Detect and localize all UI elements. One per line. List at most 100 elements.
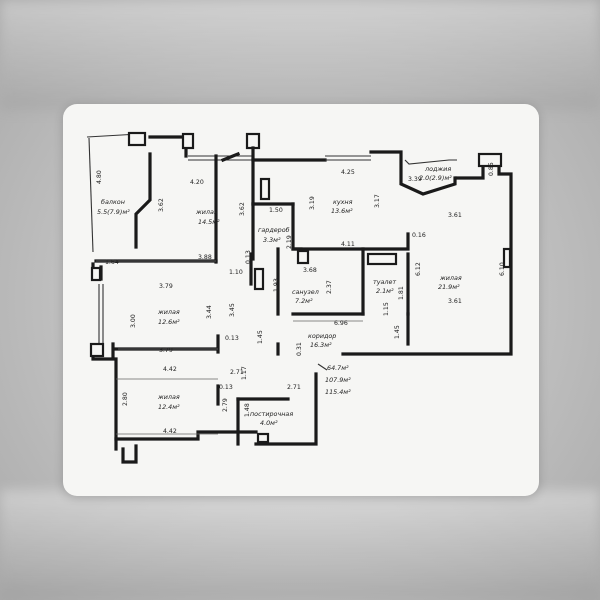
dim-425: 4.25 <box>341 169 355 176</box>
floor-plan: балкон 5.5(7.9)м² жилая 14.5м² гардероб … <box>86 131 513 464</box>
wall-bath-top <box>291 232 410 251</box>
dim-145-b: 1.45 <box>394 325 401 339</box>
corridor-area: 16.3м² <box>310 341 332 349</box>
dim-280: 2.80 <box>122 392 129 406</box>
dim-300: 3.00 <box>130 314 137 328</box>
dim-148: 1.48 <box>244 403 251 417</box>
wardrobe-label: гардероб <box>258 226 290 234</box>
dim-344: 3.44 <box>206 305 213 319</box>
laundry-label: постирочная <box>250 410 293 418</box>
dim-361-b: 3.61 <box>448 298 462 305</box>
dim-271-a: 2.71 <box>287 384 301 391</box>
dim-345: 3.45 <box>229 303 236 317</box>
dim-279: 2.79 <box>222 398 229 412</box>
wall-loggia <box>369 150 457 196</box>
living-right-label: жилая <box>439 274 462 282</box>
blurred-background-bottom <box>0 490 600 600</box>
living-bl-label: жилая <box>157 393 180 401</box>
dim-379-a: 3.79 <box>159 283 173 290</box>
dim-339: 3.39 <box>408 176 422 183</box>
dim-013-b: 0.13 <box>225 335 239 342</box>
dim-117: 1.17 <box>241 366 248 380</box>
balcony-label: балкон <box>101 198 125 206</box>
dim-480: 4.80 <box>96 170 103 184</box>
laundry-door <box>256 432 270 444</box>
living-ml-area: 12.6м² <box>158 318 180 326</box>
kitchen-label: кухня <box>333 198 353 206</box>
dim-362-b: 3.62 <box>239 202 246 216</box>
dim-411: 4.11 <box>341 241 355 248</box>
balcony-railing-left <box>88 137 94 253</box>
wall-top-left <box>148 135 188 158</box>
dim-181: 1.81 <box>398 286 405 300</box>
dim-085: 0.85 <box>488 162 495 176</box>
outer-walls <box>86 131 513 464</box>
laundry-area: 4.0м² <box>260 419 278 427</box>
kitchen-area: 13.6м² <box>331 207 353 215</box>
total-leader <box>317 363 328 371</box>
corridor-label: коридор <box>308 332 336 340</box>
total-area-2: 107.9м² <box>325 376 351 384</box>
dim-016: 0.16 <box>412 232 426 239</box>
dim-150: 1.50 <box>269 207 283 214</box>
bathroom-area: 7.2м² <box>295 297 313 305</box>
living-bl-area: 12.4м² <box>158 403 180 411</box>
bay-wall <box>220 151 241 163</box>
dim-420: 4.20 <box>190 179 204 186</box>
wall-bottom-left <box>114 430 258 441</box>
bathroom-label: санузел <box>292 288 319 296</box>
dim-442-a: 4.42 <box>163 366 177 373</box>
column-left-mid <box>90 266 102 282</box>
total-area-1: 64.7м² <box>327 364 349 372</box>
loggia-railing <box>404 159 457 165</box>
living-tl-label: жилая <box>195 208 218 216</box>
dim-319: 3.19 <box>309 196 316 210</box>
dim-193: 1.93 <box>273 278 280 292</box>
wall-top-center <box>251 146 327 162</box>
dim-237: 2.37 <box>326 280 333 294</box>
dim-388: 3.88 <box>198 254 212 261</box>
living-ml-label: жилая <box>157 308 180 316</box>
dimension-lines <box>96 260 363 435</box>
column-top-mid <box>181 132 195 150</box>
dimension-texts: 4.80 4.20 3.62 3.62 1.50 3.19 4.25 3.17 … <box>96 162 506 435</box>
column-top-left <box>127 131 147 147</box>
wall-left-upper <box>134 152 152 249</box>
living-right-area: 21.9м² <box>438 283 460 291</box>
balcony-area: 5.5(7.9)м² <box>97 208 130 216</box>
window-right <box>502 247 512 269</box>
dim-219: 2.19 <box>286 235 293 249</box>
wall-bottom-corner <box>121 444 138 464</box>
duct-2 <box>253 267 265 291</box>
duct-3 <box>296 249 310 265</box>
duct-1 <box>259 177 271 201</box>
wall-kitchen <box>291 202 303 251</box>
blurred-background-top <box>0 0 600 110</box>
toilet-label: туалет <box>373 278 396 286</box>
wall-bottom-right <box>254 372 318 446</box>
floor-plan-card: балкон 5.5(7.9)м² жилая 14.5м² гардероб … <box>63 104 539 496</box>
column-left-low <box>89 342 105 358</box>
dim-696: 6.96 <box>334 320 348 327</box>
dim-164: 1.64 <box>105 259 119 266</box>
interior-walls <box>94 154 410 446</box>
toilet-area: 2.1м² <box>376 287 394 295</box>
loggia-label: лоджия <box>424 165 451 173</box>
dim-368: 3.68 <box>303 267 317 274</box>
column-top-right <box>477 152 503 168</box>
dim-013-c: 0.13 <box>219 384 233 391</box>
dim-362-a: 3.62 <box>158 198 165 212</box>
toilet-fixture <box>366 252 398 266</box>
loggia-area: 2.0(2.9)м² <box>419 174 452 182</box>
dim-317: 3.17 <box>374 194 381 208</box>
total-area-3: 115.4м² <box>325 388 351 396</box>
dim-361-a: 3.61 <box>448 212 462 219</box>
dim-115: 1.15 <box>383 302 390 316</box>
dim-612: 6.12 <box>415 262 422 276</box>
room-labels: балкон 5.5(7.9)м² жилая 14.5м² гардероб … <box>97 165 462 427</box>
dim-271-b: 2.71 <box>230 369 244 376</box>
wardrobe-area: 3.3м² <box>263 236 281 244</box>
living-tl-area: 14.5м² <box>198 218 220 226</box>
dim-013-a: 0.13 <box>245 250 252 264</box>
column-top-center <box>245 132 261 150</box>
